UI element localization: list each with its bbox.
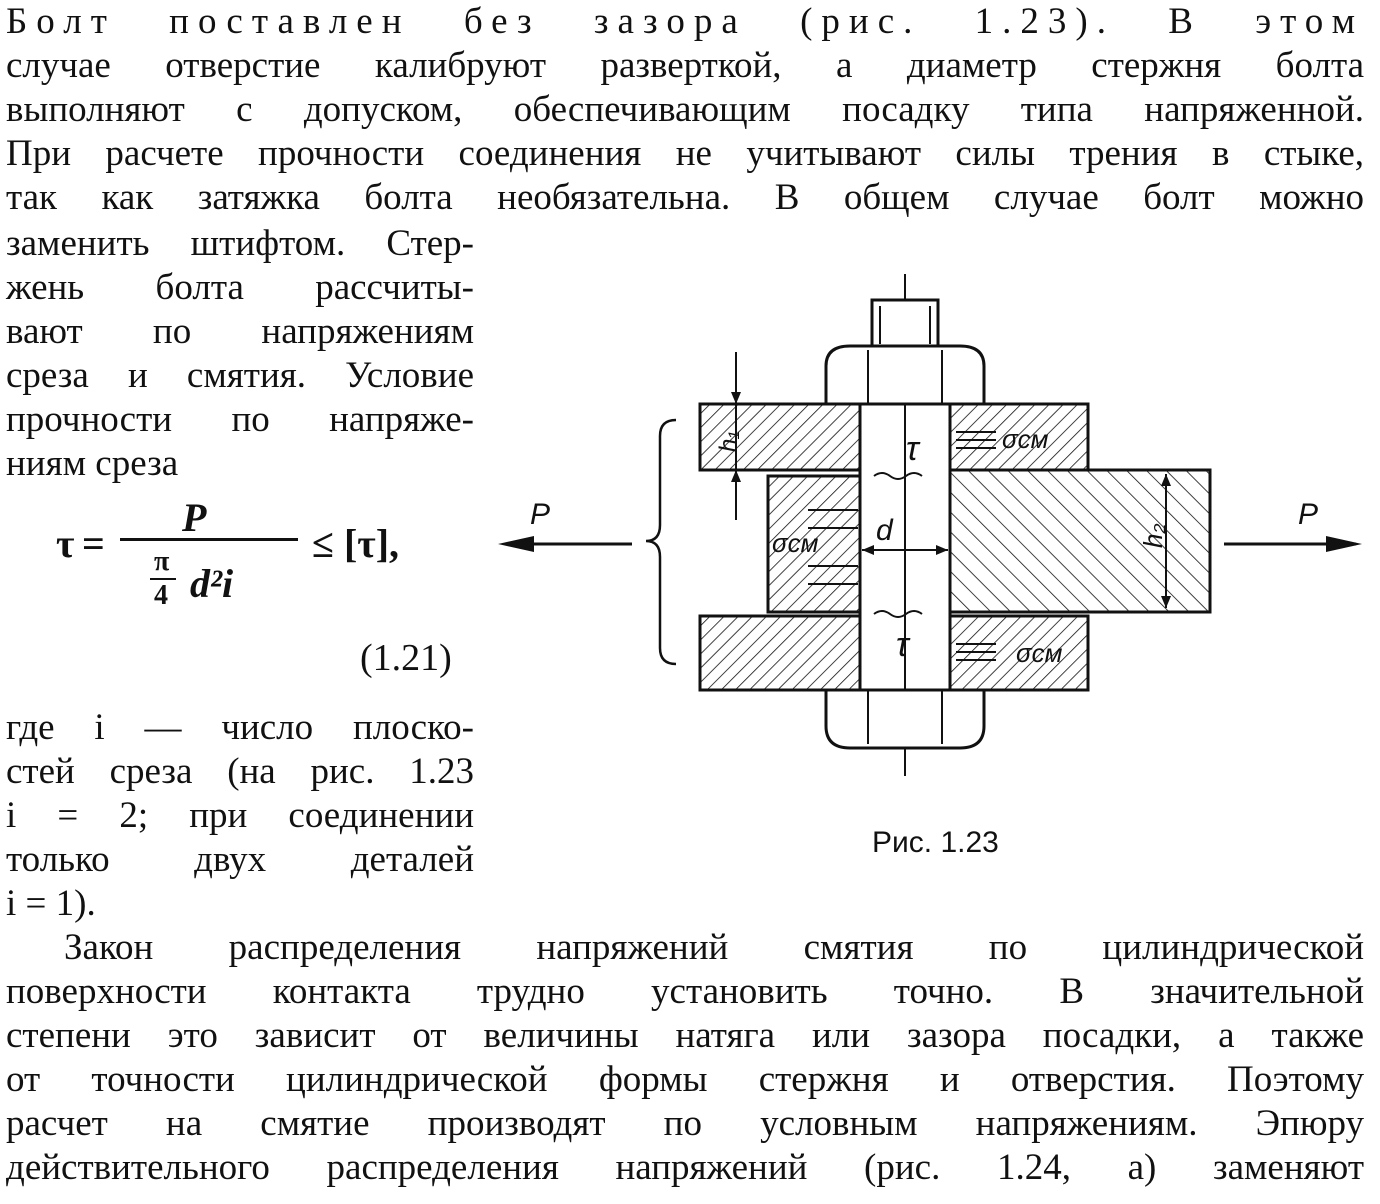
text-line: случае отверстие калибруют разверткой, а…	[6, 45, 1364, 86]
shear-plane-top	[873, 472, 923, 480]
tau-label-bottom: τ	[896, 626, 911, 664]
h1-label: h₁	[715, 431, 742, 452]
shear-plane-bottom	[873, 610, 923, 618]
text-line: вают по напряжениям	[6, 311, 474, 352]
fraction-bar	[120, 538, 298, 541]
middle-plate-right	[948, 468, 1212, 614]
text-line: Болт поставлен без зазора (рис. 1.23). В…	[6, 1, 1364, 42]
text-line: среза и смятия. Условие	[6, 355, 474, 396]
formula-equals: =	[82, 521, 105, 566]
sigma-label-bottom: σсм	[1016, 638, 1063, 668]
text-line: заменить штифтом. Стер-	[6, 223, 474, 264]
equation-number: (1.21)	[360, 637, 452, 679]
formula-numerator: P	[182, 495, 207, 540]
formula-lhs: τ	[56, 521, 75, 566]
text-line: прочности по напряже-	[6, 399, 474, 440]
bolt-joint-figure: P P σсм σсм σсм τ τ d h₁ h₂	[498, 274, 1362, 776]
bearing-stress-arrows	[808, 431, 996, 661]
formula-1-21: τ = P π 4 d²i ≤ [τ],	[50, 495, 470, 620]
text-line: где i — число плоско-	[6, 707, 474, 748]
middle-plate-left	[766, 474, 862, 614]
text-line: расчет на смятие производят по условным …	[6, 1103, 1364, 1144]
bolt-head	[824, 688, 986, 750]
figure-caption: Рис. 1.23	[872, 826, 999, 859]
text-line: только двух деталей	[6, 839, 474, 880]
top-plate-left	[698, 402, 862, 472]
small-fraction-bar	[150, 578, 176, 580]
formula-four: 4	[154, 580, 168, 611]
bottom-plate-left	[698, 614, 862, 692]
sigma-label-middle: σсм	[772, 528, 819, 558]
text-line: действительного распределения напряжений…	[6, 1147, 1364, 1188]
top-plate-right	[948, 402, 1090, 472]
text-line: ниям среза	[6, 443, 179, 484]
text-line: При расчете прочности соединения не учит…	[6, 133, 1364, 174]
bolt-thread-end	[870, 298, 940, 350]
text-line: стей среза (на рис. 1.23	[6, 751, 474, 792]
force-label-right: P	[1298, 498, 1318, 531]
text-line: так как затяжка болта необязательна. В о…	[6, 177, 1364, 218]
text-line: поверхности контакта трудно установить т…	[6, 971, 1364, 1012]
text-line: выполняют с допуском, обеспечивающим пос…	[6, 89, 1364, 130]
nut	[824, 344, 986, 406]
text-line: i = 2; при соединении	[6, 795, 474, 836]
formula-rhs: ≤ [τ],	[312, 521, 400, 566]
force-label-left: P	[530, 498, 550, 531]
formula-pi: π	[154, 546, 170, 577]
h2-label: h₂	[1138, 524, 1168, 548]
text-line: от точности цилиндрической формы стержня…	[6, 1059, 1364, 1100]
tau-label-top: τ	[906, 430, 921, 468]
formula-d2i: d²i	[190, 561, 234, 606]
diameter-label: d	[876, 514, 894, 547]
text-line: жень болта рассчиты-	[6, 267, 474, 308]
text-line: i = 1).	[6, 883, 96, 924]
brace-bracket	[645, 418, 677, 666]
sigma-label-top: σсм	[1002, 424, 1049, 454]
text-line: Закон распределения напряжений смятия по…	[64, 927, 1364, 968]
text-line: степени это зависит от величины натяга и…	[6, 1015, 1364, 1056]
